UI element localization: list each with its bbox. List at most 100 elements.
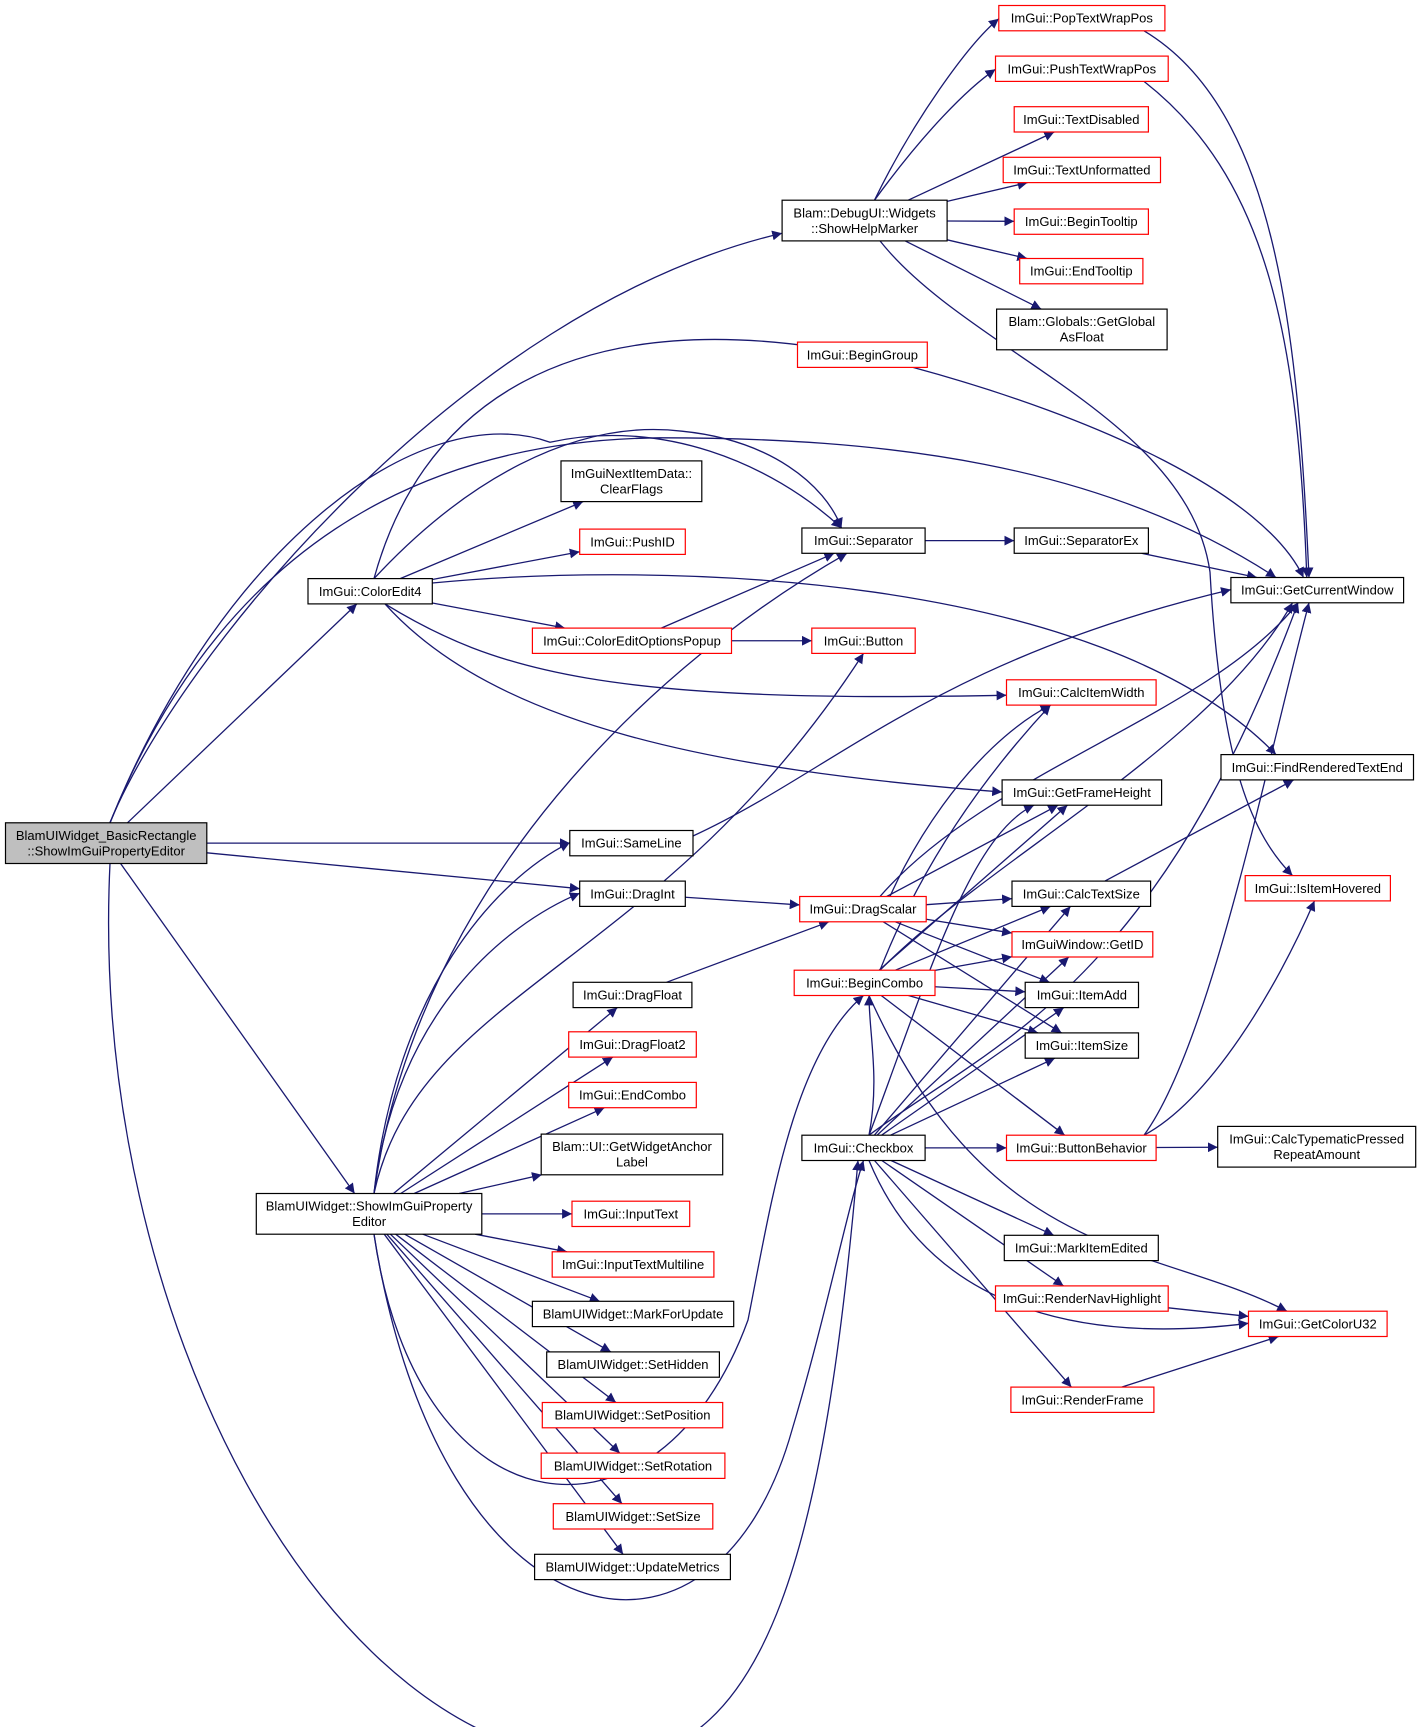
edge-colorEdit4-to-getFrameH bbox=[385, 604, 1002, 797]
edge-showHelp-to-popTW bbox=[875, 19, 999, 201]
node-setRotation[interactable]: BlamUIWidget::SetRotation bbox=[540, 1452, 726, 1479]
node-label-getGlobal-0: Blam::Globals::GetGlobal bbox=[1009, 314, 1156, 329]
node-box-getWAL bbox=[540, 1133, 724, 1176]
edge-colorEdit4-to-pushID bbox=[432, 548, 579, 580]
node-label-clearFlags-0: ImGuiNextItemData:: bbox=[571, 466, 692, 481]
node-setSize[interactable]: BlamUIWidget::SetSize bbox=[552, 1503, 714, 1530]
node-renderFrame[interactable]: ImGui::RenderFrame bbox=[1010, 1386, 1155, 1413]
node-box-getCurWin bbox=[1230, 576, 1405, 604]
node-label-itemAdd-0: ImGui::ItemAdd bbox=[1037, 987, 1127, 1002]
edge-dragScalar-to-getID bbox=[926, 919, 1012, 937]
node-label-updateMetrics-0: BlamUIWidget::UpdateMetrics bbox=[545, 1559, 720, 1574]
node-button[interactable]: ImGui::Button bbox=[811, 627, 916, 654]
node-label-checkbox-0: ImGui::Checkbox bbox=[814, 1140, 914, 1155]
edge-dragScalar-to-getFrameH bbox=[887, 805, 1058, 896]
edge-ceOptPopup-to-separator bbox=[661, 553, 834, 628]
node-label-pushID-0: ImGui::PushID bbox=[590, 534, 675, 549]
edge-popTW-to-getCurWin bbox=[1144, 31, 1314, 578]
node-separatorEx: ImGui::SeparatorEx bbox=[1013, 527, 1150, 554]
edge-dragFloat-to-dragScalar bbox=[666, 920, 828, 983]
edge-showHelp-to-getGlobal bbox=[905, 241, 1041, 309]
node-itemAdd: ImGui::ItemAdd bbox=[1024, 981, 1140, 1009]
node-box-setPosition bbox=[541, 1401, 724, 1429]
edge-dragScalar-to-calcItemW bbox=[880, 705, 1051, 922]
edge-colorEdit4-to-beginGroup bbox=[374, 339, 820, 578]
node-dragFloat2[interactable]: ImGui::DragFloat2 bbox=[568, 1031, 697, 1058]
edge-separatorEx-to-getCurWin bbox=[1142, 553, 1257, 581]
node-beginCombo[interactable]: ImGui::BeginCombo bbox=[793, 969, 936, 997]
node-itemSize: ImGui::ItemSize bbox=[1024, 1032, 1140, 1059]
node-label-dragInt-0: ImGui::DragInt bbox=[590, 886, 675, 901]
node-label-renderNav-0: ImGui::RenderNavHighlight bbox=[1003, 1291, 1162, 1306]
node-label-endCombo-0: ImGui::EndCombo bbox=[579, 1088, 686, 1103]
node-label-itemSize-0: ImGui::ItemSize bbox=[1036, 1038, 1128, 1053]
node-endCombo[interactable]: ImGui::EndCombo bbox=[568, 1081, 697, 1109]
edge-root-to-separator bbox=[110, 434, 842, 823]
edge-colorEdit4-to-ceOptPopup bbox=[432, 603, 565, 632]
edge-sameLine-to-getCurWin bbox=[693, 587, 1231, 836]
node-label-dragScalar-0: ImGui::DragScalar bbox=[809, 902, 917, 917]
node-label-setSize-0: BlamUIWidget::SetSize bbox=[565, 1509, 700, 1524]
node-dragInt: ImGui::DragInt bbox=[579, 880, 686, 907]
node-inputTextML[interactable]: ImGui::InputTextMultiline bbox=[551, 1251, 715, 1278]
node-setPosition[interactable]: BlamUIWidget::SetPosition bbox=[541, 1401, 724, 1429]
node-box-popTW bbox=[998, 4, 1166, 32]
node-renderNav[interactable]: ImGui::RenderNavHighlight bbox=[994, 1285, 1169, 1312]
node-box-getColorU32 bbox=[1247, 1310, 1388, 1338]
node-pushID[interactable]: ImGui::PushID bbox=[579, 528, 686, 555]
node-pushTW[interactable]: ImGui::PushTextWrapPos bbox=[994, 55, 1169, 82]
node-label-buttonBeh-0: ImGui::ButtonBehavior bbox=[1016, 1140, 1147, 1155]
node-label-inputTextML-0: ImGui::InputTextMultiline bbox=[562, 1257, 704, 1272]
edge-pushTW-to-getCurWin bbox=[1144, 81, 1312, 577]
edge-dragInt-to-dragScalar bbox=[685, 897, 799, 910]
node-textUnf[interactable]: ImGui::TextUnformatted bbox=[1002, 156, 1162, 184]
node-label-renderFrame-0: ImGui::RenderFrame bbox=[1021, 1392, 1143, 1407]
node-box-endCombo bbox=[568, 1081, 697, 1109]
node-label-separatorEx-0: ImGui::SeparatorEx bbox=[1024, 533, 1139, 548]
node-label-getWAL-1: Label bbox=[616, 1155, 648, 1170]
node-box-beginGroup bbox=[796, 341, 928, 369]
node-buttonBeh[interactable]: ImGui::ButtonBehavior bbox=[1005, 1134, 1157, 1162]
edge-root-to-getCurWin bbox=[110, 438, 1276, 823]
node-box-dragFloat bbox=[572, 981, 693, 1009]
node-box-setHidden bbox=[546, 1351, 721, 1378]
node-label-calcTextSize-0: ImGui::CalcTextSize bbox=[1023, 886, 1140, 901]
node-endTT[interactable]: ImGui::EndTooltip bbox=[1019, 257, 1144, 285]
edge-showEditor-to-markForUpd bbox=[423, 1234, 600, 1303]
node-box-endTT bbox=[1019, 257, 1144, 285]
node-box-buttonBeh bbox=[1005, 1134, 1157, 1162]
edge-renderFrame-to-getColorU32 bbox=[1122, 1334, 1279, 1388]
node-box-dragScalar bbox=[799, 895, 927, 923]
node-ceOptPopup[interactable]: ImGui::ColorEditOptionsPopup bbox=[531, 627, 733, 654]
node-sameLine: ImGui::SameLine bbox=[569, 829, 694, 857]
node-box-isItemHov bbox=[1244, 874, 1391, 902]
node-calcItemW[interactable]: ImGui::CalcItemWidth bbox=[1005, 679, 1157, 706]
node-getColorU32[interactable]: ImGui::GetColorU32 bbox=[1247, 1310, 1388, 1338]
node-getID[interactable]: ImGuiWindow::GetID bbox=[1011, 931, 1154, 958]
edge-colorEdit4-to-separator bbox=[374, 430, 843, 579]
node-dragScalar[interactable]: ImGui::DragScalar bbox=[799, 895, 927, 923]
node-box-inputText bbox=[571, 1200, 691, 1228]
node-beginGroup[interactable]: ImGui::BeginGroup bbox=[796, 341, 928, 369]
node-box-dragInt bbox=[579, 880, 686, 907]
node-label-popTW-0: ImGui::PopTextWrapPos bbox=[1011, 11, 1154, 26]
edge-dragScalar-to-getCurWin bbox=[880, 603, 1298, 897]
edge-showEditor-to-getWAL bbox=[459, 1172, 542, 1194]
node-label-isItemHov-0: ImGui::IsItemHovered bbox=[1255, 881, 1381, 896]
node-beginTT[interactable]: ImGui::BeginTooltip bbox=[1013, 208, 1150, 235]
edge-beginCombo-to-buttonBeh bbox=[881, 996, 1064, 1136]
node-inputText[interactable]: ImGui::InputText bbox=[571, 1200, 691, 1228]
node-box-colorEdit4 bbox=[307, 577, 433, 605]
node-dragFloat: ImGui::DragFloat bbox=[572, 981, 693, 1009]
edge-showEditor-to-dragFloat2 bbox=[401, 1057, 613, 1193]
node-textDis[interactable]: ImGui::TextDisabled bbox=[1013, 106, 1150, 133]
edge-beginCombo-to-itemAdd bbox=[935, 987, 1025, 997]
node-label-beginTT-0: ImGui::BeginTooltip bbox=[1025, 214, 1138, 229]
node-box-calcTypem bbox=[1217, 1125, 1417, 1168]
node-isItemHov[interactable]: ImGui::IsItemHovered bbox=[1244, 874, 1391, 902]
node-popTW[interactable]: ImGui::PopTextWrapPos bbox=[998, 4, 1166, 32]
node-box-clearFlags bbox=[560, 460, 703, 503]
node-markForUpd: BlamUIWidget::MarkForUpdate bbox=[531, 1300, 735, 1328]
